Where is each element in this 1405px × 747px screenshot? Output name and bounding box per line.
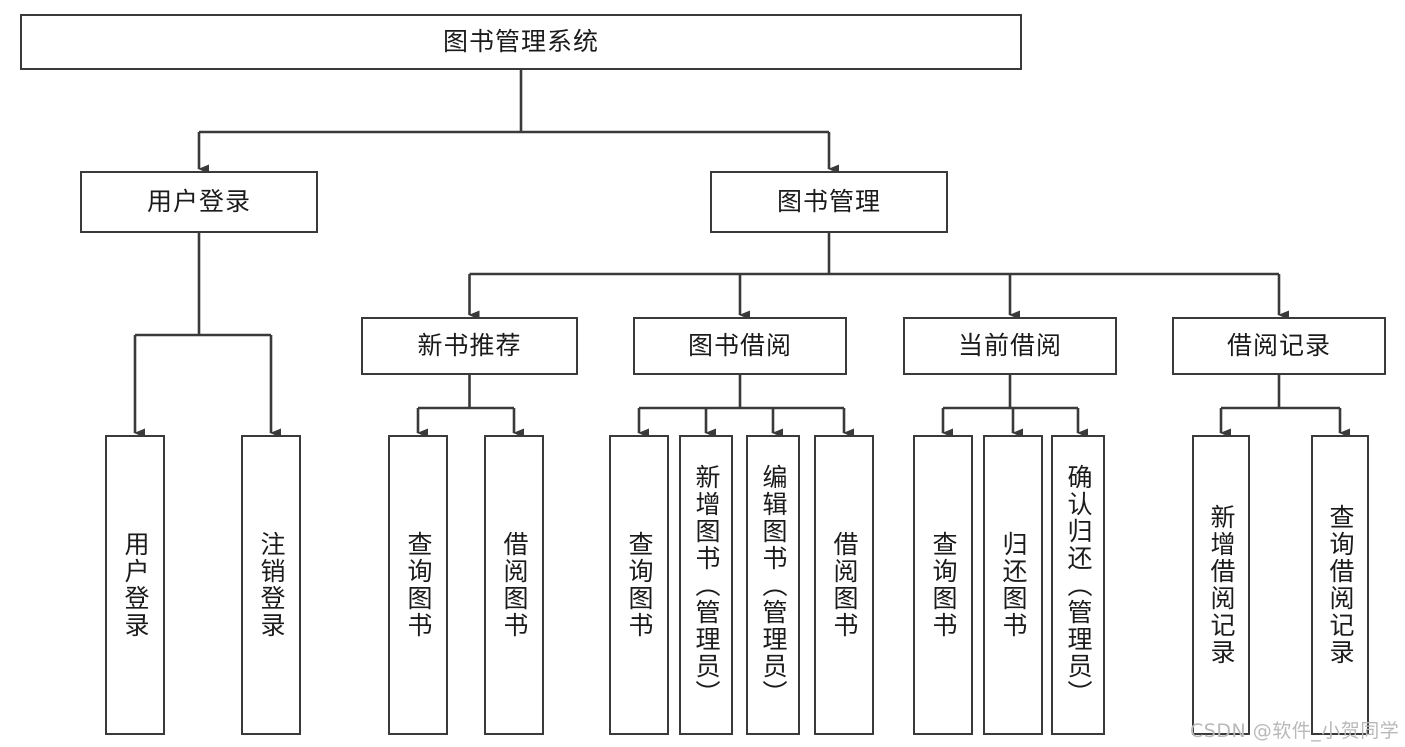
node-user-login[interactable]: 用户登录 (80, 171, 318, 233)
node-label: 确认归还（管理员） (1064, 463, 1093, 707)
node-borrow-record[interactable]: 借阅记录 (1172, 317, 1386, 375)
csdn-watermark: CSDN @软件_小贺同学 (1190, 720, 1400, 742)
node-label: 借阅图书 (500, 531, 529, 639)
node-label: 编辑图书（管理员） (759, 463, 788, 707)
node-label: 归还图书 (999, 531, 1028, 639)
node-borrow-book-2[interactable]: 借阅图书 (814, 435, 874, 735)
node-add-book[interactable]: 新增图书（管理员） (679, 435, 733, 735)
node-label: 借阅记录 (1226, 331, 1331, 361)
node-label: 新增图书（管理员） (692, 463, 721, 707)
node-label: 图书管理系统 (442, 27, 599, 57)
node-label: 查询借阅记录 (1326, 504, 1355, 666)
node-label: 查询图书 (929, 531, 958, 639)
node-edit-book[interactable]: 编辑图书（管理员） (746, 435, 800, 735)
node-label: 图书借阅 (687, 331, 792, 361)
node-root-book-management-system[interactable]: 图书管理系统 (20, 14, 1022, 70)
node-book-borrow[interactable]: 图书借阅 (633, 317, 847, 375)
node-label: 用户登录 (146, 187, 251, 217)
node-label: 图书管理 (776, 187, 881, 217)
node-add-record[interactable]: 新增借阅记录 (1192, 435, 1250, 735)
node-query-book-3[interactable]: 查询图书 (913, 435, 973, 735)
node-query-book-2[interactable]: 查询图书 (609, 435, 669, 735)
node-label: 查询图书 (625, 531, 654, 639)
node-label: 查询图书 (404, 531, 433, 639)
node-query-record[interactable]: 查询借阅记录 (1311, 435, 1369, 735)
node-label: 借阅图书 (830, 531, 859, 639)
node-new-book-rec[interactable]: 新书推荐 (361, 317, 578, 375)
node-label: 新增借阅记录 (1207, 504, 1236, 666)
node-confirm-return[interactable]: 确认归还（管理员） (1051, 435, 1105, 735)
node-label: 新书推荐 (417, 331, 522, 361)
node-user-logout[interactable]: 注销登录 (241, 435, 301, 735)
node-current-borrow[interactable]: 当前借阅 (903, 317, 1117, 375)
node-label: 用户登录 (121, 531, 150, 639)
node-label: 当前借阅 (957, 331, 1062, 361)
node-borrow-book-1[interactable]: 借阅图书 (484, 435, 544, 735)
node-user-login-do[interactable]: 用户登录 (105, 435, 165, 735)
node-return-book[interactable]: 归还图书 (983, 435, 1043, 735)
node-label: 注销登录 (257, 531, 286, 639)
node-book-manage[interactable]: 图书管理 (710, 171, 948, 233)
node-query-book-1[interactable]: 查询图书 (388, 435, 448, 735)
